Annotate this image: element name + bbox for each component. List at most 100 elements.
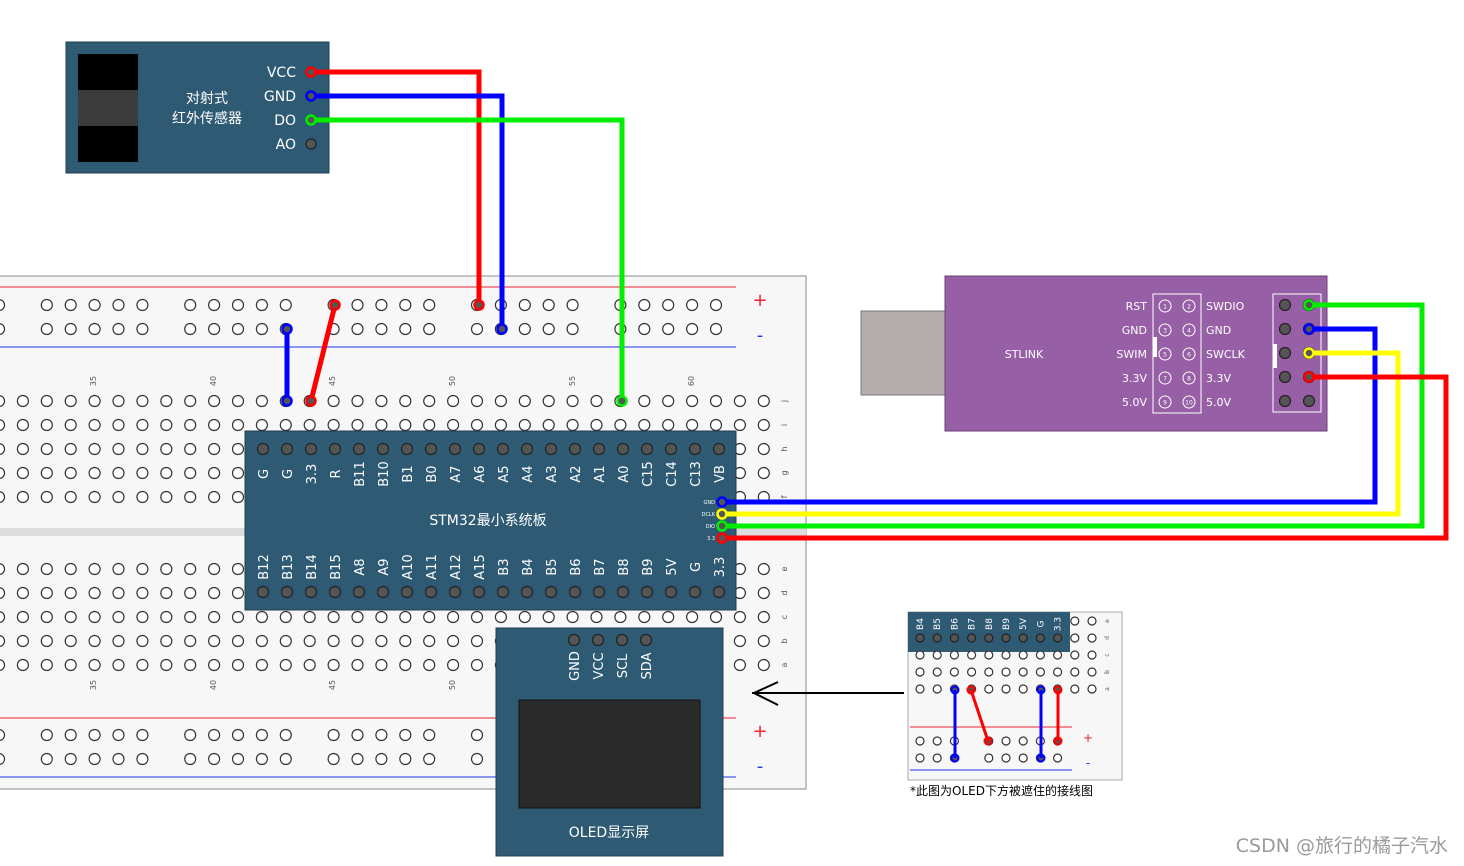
rail-hole xyxy=(662,322,675,336)
breadboard-hole xyxy=(757,466,770,480)
inset-hole xyxy=(966,667,977,677)
stm32-pin-hole xyxy=(304,585,318,599)
stm32-pin-hole xyxy=(712,585,726,599)
inset-caption: *此图为OLED下方被遮住的接线图 xyxy=(910,783,1093,798)
stm32-pin-hole xyxy=(400,585,414,599)
breadboard-hole xyxy=(112,586,125,600)
inset-rail-hole xyxy=(1018,736,1028,746)
inset-pin-hole xyxy=(966,633,977,643)
breadboard-hole xyxy=(64,442,77,456)
stlink-swd-pin xyxy=(1278,394,1292,408)
ir-sensor-title-line1: 对射式 xyxy=(186,91,228,107)
stm32-pin-hole xyxy=(664,585,678,599)
inset-hole xyxy=(932,667,942,677)
rail-hole xyxy=(470,322,484,336)
stlink-swd-pin xyxy=(1278,346,1292,360)
breadboard-hole xyxy=(64,418,77,432)
breadboard-hole xyxy=(375,394,388,408)
breadboard-hole xyxy=(160,586,173,600)
breadboard-hole xyxy=(399,418,412,432)
stlink-pin xyxy=(1158,299,1172,313)
inset-hole xyxy=(1001,650,1011,660)
inset-pin-hole xyxy=(949,633,960,643)
oled-pin-hole xyxy=(591,633,605,647)
inset-hole xyxy=(915,667,925,677)
breadboard-hole xyxy=(184,418,197,432)
oled-pin-label: SCL xyxy=(616,653,631,678)
breadboard-hole xyxy=(351,394,364,408)
oled-screen xyxy=(518,699,701,809)
breadboard-hole xyxy=(662,394,675,408)
breadboard-hole xyxy=(0,562,6,576)
breadboard-hole xyxy=(709,610,723,624)
stlink-pin-number: 7 xyxy=(1163,376,1167,383)
breadboard-hole xyxy=(733,418,747,432)
stm32-bottom-pin-label: B5 xyxy=(545,558,560,575)
rail-hole xyxy=(685,298,699,312)
stm32-pin-hole xyxy=(376,442,390,456)
stm32-pin-hole xyxy=(520,442,534,456)
inset-plus: + xyxy=(1083,731,1093,745)
stm32-pin-hole xyxy=(400,442,414,456)
rail-hole xyxy=(518,298,531,312)
rail-hole xyxy=(279,728,292,742)
rail-hole xyxy=(231,298,245,312)
stm32-top-pin-label: A2 xyxy=(569,465,584,482)
stm32-top-pin-label: 3.3 xyxy=(305,464,320,485)
inset-hole xyxy=(1001,667,1011,677)
wire-end xyxy=(616,395,628,407)
breadboard-hole xyxy=(88,586,101,600)
inset-rail-hole xyxy=(1018,753,1028,763)
inset-pin-label: 3.3 xyxy=(1054,617,1064,631)
rail-hole xyxy=(208,322,221,336)
column-number: 45 xyxy=(328,680,337,690)
breadboard-hole xyxy=(470,418,484,432)
rail-hole xyxy=(423,728,436,742)
breadboard-hole xyxy=(518,418,531,432)
breadboard-hole xyxy=(64,394,77,408)
rail-hole xyxy=(375,322,388,336)
breadboard-hole xyxy=(16,586,29,600)
breadboard-hole xyxy=(40,610,53,624)
wire-bb-vcc-jumper xyxy=(308,304,338,402)
breadboard-hole xyxy=(470,394,484,408)
rail-hole xyxy=(184,752,197,766)
oled-pin-hole xyxy=(615,633,629,647)
breadboard-hole xyxy=(685,610,699,624)
breadboard-hole xyxy=(231,658,245,672)
breadboard-hole xyxy=(208,562,221,576)
wire-end xyxy=(305,395,317,407)
rail-hole xyxy=(399,752,412,766)
inset-pin-label: B6 xyxy=(950,618,960,630)
breadboard-hole xyxy=(757,418,770,432)
wire-end xyxy=(305,114,317,126)
stlink-left-label: GND xyxy=(1122,324,1147,337)
stm32-pin-hole xyxy=(640,442,654,456)
breadboard-hole xyxy=(64,562,77,576)
breadboard-hole xyxy=(638,418,651,432)
breadboard-hole xyxy=(88,634,101,648)
breadboard-hole xyxy=(88,442,101,456)
stm32-bottom-pin-label: G xyxy=(689,562,704,572)
breadboard-hole xyxy=(470,634,484,648)
breadboard-hole xyxy=(255,394,268,408)
rail-hole xyxy=(64,728,77,742)
breadboard-hole xyxy=(255,418,268,432)
breadboard-hole xyxy=(351,610,364,624)
stlink-pin xyxy=(1158,395,1172,409)
stm32-top-pin-label: A7 xyxy=(449,465,464,482)
stm32-swd-label: GND xyxy=(704,500,716,506)
rail-hole xyxy=(662,298,675,312)
row-letter: f xyxy=(780,495,789,498)
breadboard-hole xyxy=(0,634,6,648)
stm32-top-pin-label: B10 xyxy=(377,461,392,486)
stm32-top-pin-label: B11 xyxy=(353,461,368,486)
stm32-bottom-pin-label: B8 xyxy=(617,558,632,575)
breadboard-hole xyxy=(614,418,627,432)
rail-hole xyxy=(208,298,221,312)
inset-row-letter: e xyxy=(1104,619,1111,623)
breadboard-hole xyxy=(112,394,125,408)
